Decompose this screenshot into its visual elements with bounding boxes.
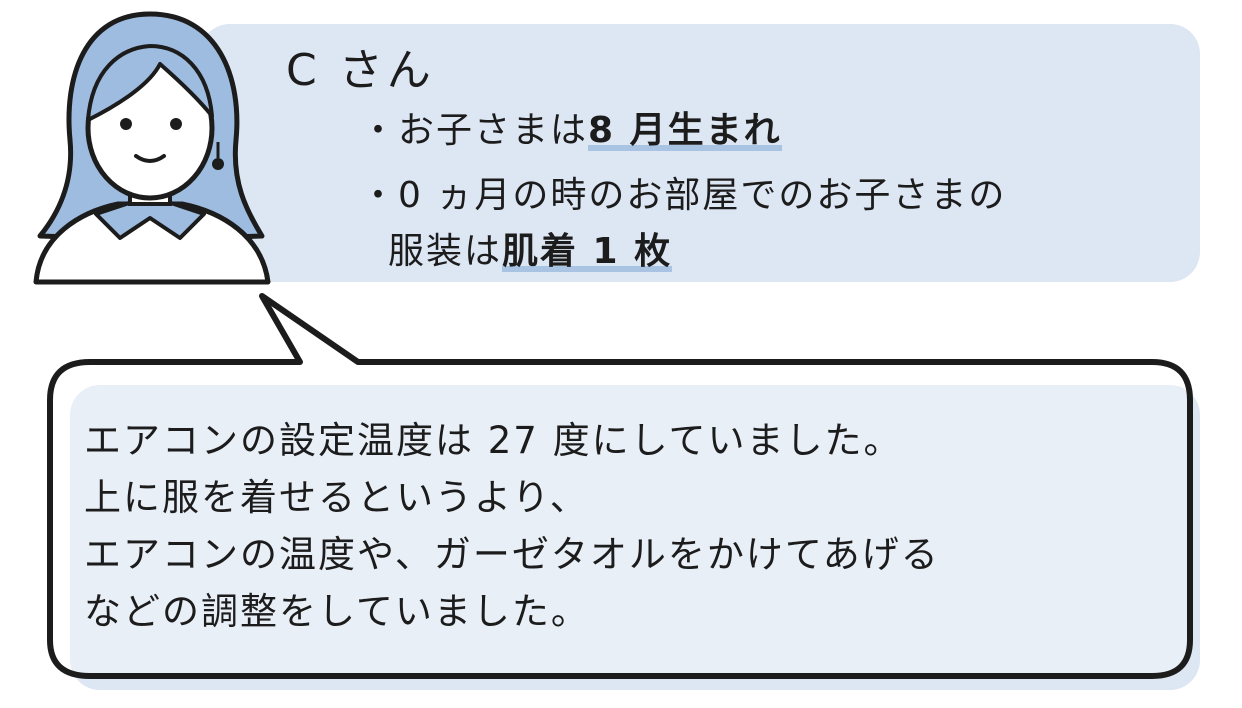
speech-bubble-background	[70, 385, 1200, 690]
fact-clothing-intro: ・0 ヵ月の時のお部屋でのお子さまの	[360, 166, 1006, 218]
fact-clothing: 服装は肌着 1 枚	[388, 222, 672, 274]
speech-line: エアコンの設定温度は 27 度にしていました。	[84, 419, 903, 462]
fact-birth-month: ・お子さまは8 月生まれ	[360, 101, 782, 153]
info-panel	[200, 24, 1200, 282]
speech-line: エアコンの温度や、ガーゼタオルをかけてあげる	[84, 533, 940, 576]
fact-highlight: 8 月生まれ	[588, 110, 782, 151]
speech-line: などの調整をしていました。	[84, 590, 590, 633]
woman-avatar-icon	[33, 11, 271, 285]
speech-text: エアコンの設定温度は 27 度にしていました。 上に服を着せるというより、 エア…	[84, 412, 940, 640]
fact-prefix: ・0 ヵ月の時のお部屋でのお子さまの	[360, 175, 1007, 216]
fact-highlight: 肌着 1 枚	[502, 231, 673, 272]
fact-prefix: ・お子さまは	[360, 110, 589, 151]
speech-line: 上に服を着せるというより、	[84, 476, 589, 519]
speaker-name: C さん	[286, 45, 435, 96]
fact-prefix: 服装は	[388, 231, 503, 272]
